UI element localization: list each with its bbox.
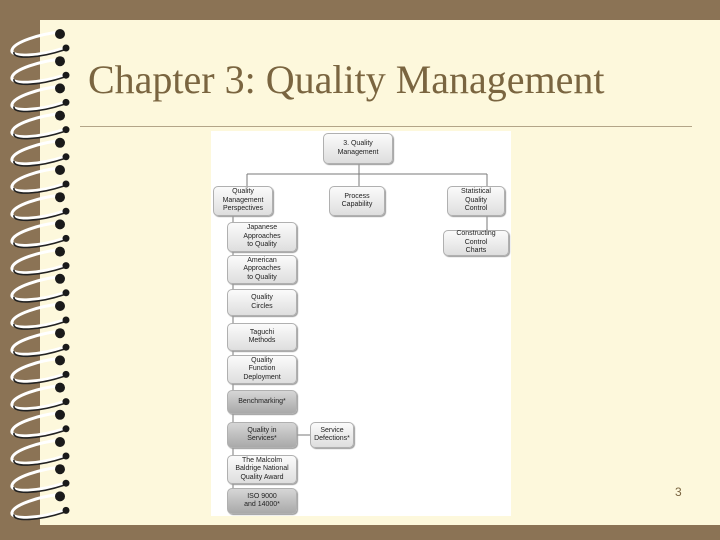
spiral-ring [10, 219, 70, 249]
spiral-ring [10, 192, 70, 221]
node-iso-9000-14000: ISO 9000 and 14000* [227, 488, 297, 514]
node-american-approaches: American Approaches to Quality [227, 255, 297, 284]
spiral-binding [10, 29, 70, 521]
spiral-ring [10, 301, 70, 330]
node-process-capability: Process Capability [329, 186, 385, 216]
node-taguchi-methods: Taguchi Methods [227, 323, 297, 351]
node-quality-function-deployment: Quality Function Deployment [227, 355, 297, 384]
spiral-ring [10, 29, 70, 58]
node-constructing-control-charts: Constructing Control Charts [443, 230, 509, 256]
title-divider [80, 126, 692, 127]
spiral-ring [10, 328, 70, 357]
spiral-ring [10, 246, 70, 276]
spiral-ring [10, 83, 70, 113]
node-service-defections: Service Defections* [310, 422, 354, 448]
node-quality-circles: Quality Circles [227, 289, 297, 316]
spiral-ring [10, 56, 70, 85]
slide-number: 3 [675, 485, 682, 499]
spiral-ring [10, 437, 70, 466]
node-japanese-approaches: Japanese Approaches to Quality [227, 222, 297, 252]
node-malcolm-baldrige-award: The Malcolm Baldrige National Quality Aw… [227, 455, 297, 484]
slide-title: Chapter 3: Quality Management [88, 57, 605, 102]
spiral-ring [10, 110, 70, 140]
node-statistical-quality-control: Statistical Quality Control [447, 186, 505, 216]
spiral-ring [10, 355, 70, 385]
spiral-ring [10, 464, 70, 493]
node-quality-management-perspectives: Quality Management Perspectives [213, 186, 273, 216]
spiral-ring [10, 491, 70, 521]
org-chart-diagram: 3. Quality Management Quality Management… [211, 131, 511, 516]
spiral-ring [10, 382, 70, 412]
node-quality-in-services: Quality in Services* [227, 422, 297, 448]
spiral-ring [10, 273, 70, 303]
spiral-ring [10, 409, 70, 439]
node-benchmarking: Benchmarking* [227, 390, 297, 414]
spiral-ring [10, 137, 70, 167]
spiral-ring [10, 165, 70, 194]
node-quality-management: 3. Quality Management [323, 133, 393, 164]
